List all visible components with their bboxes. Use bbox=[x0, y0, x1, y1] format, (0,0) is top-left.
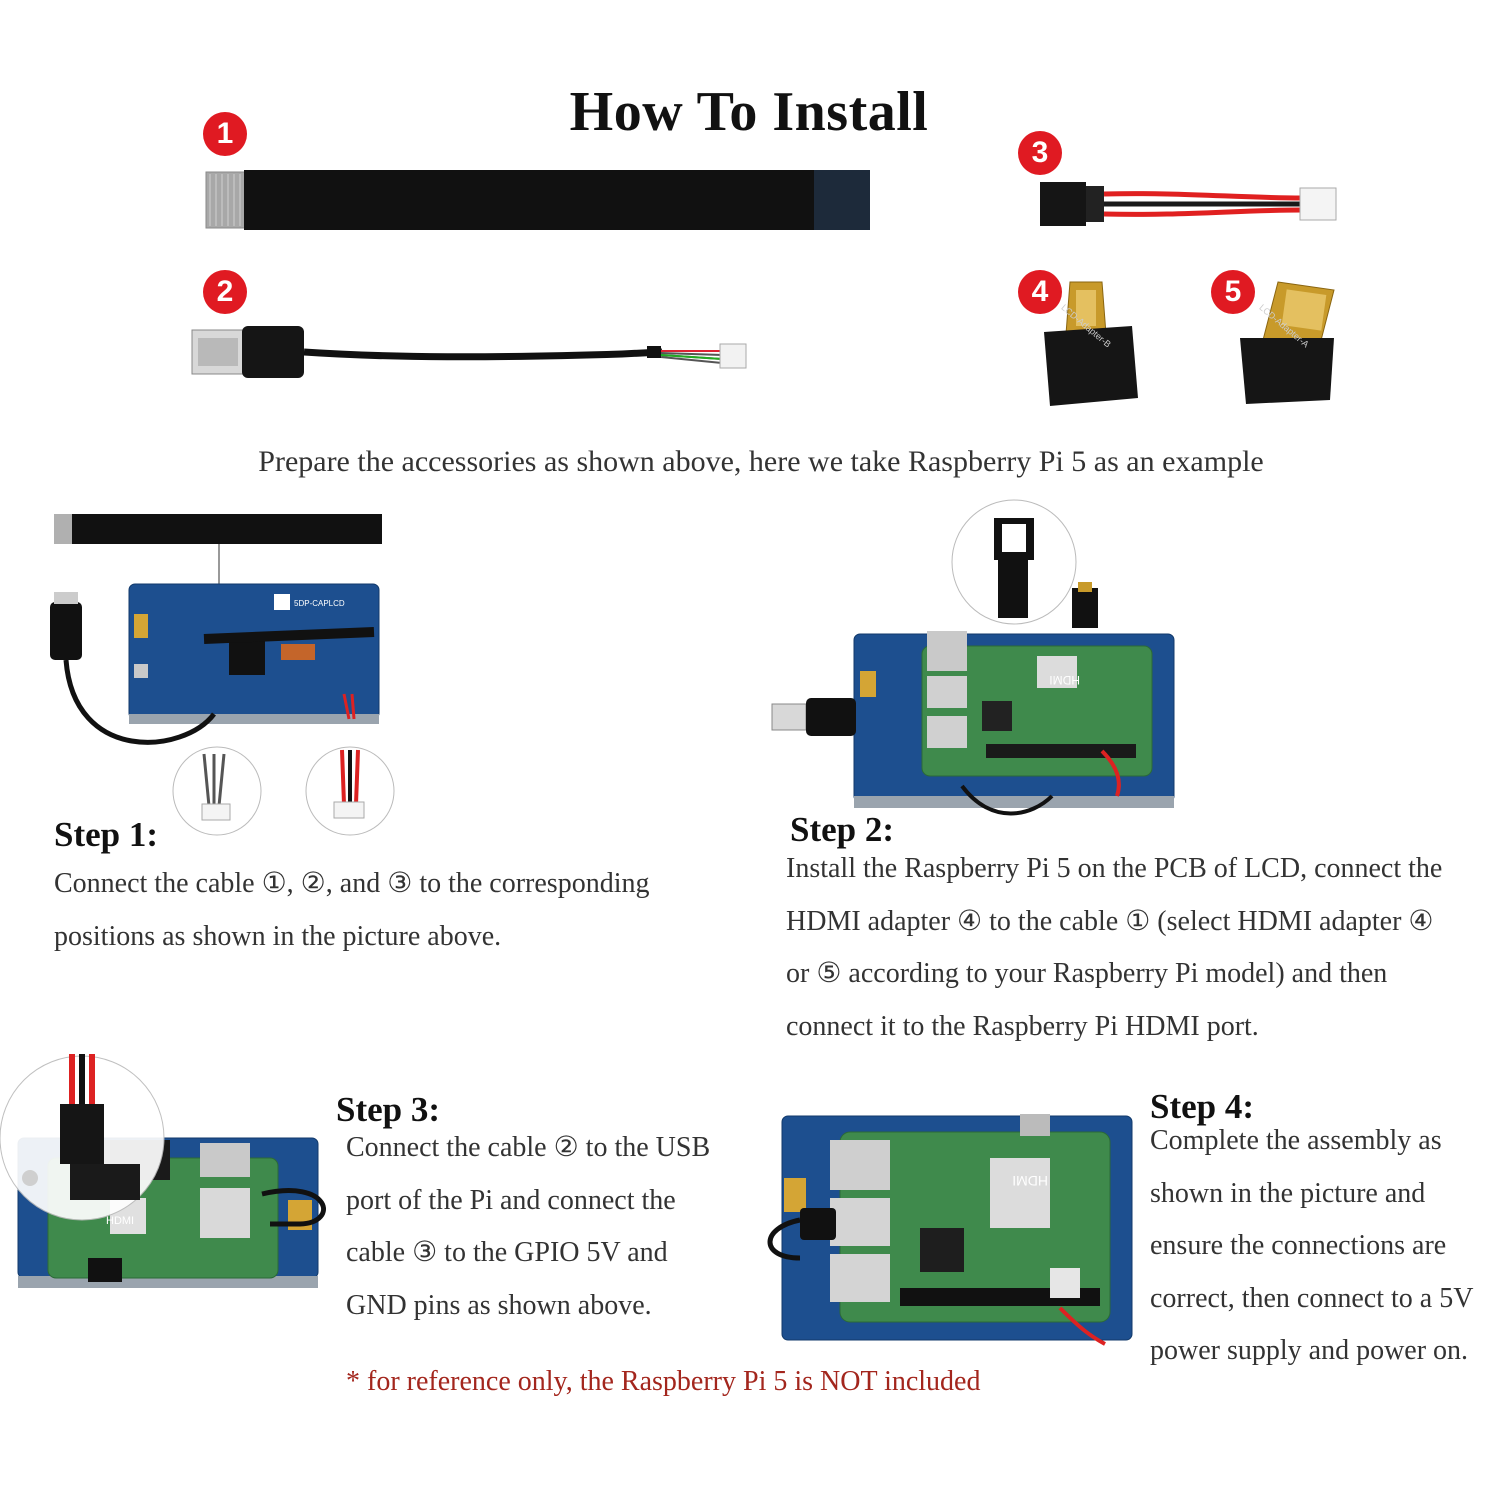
board-label: 5DP-CAPLCD bbox=[294, 599, 345, 608]
number-badge-1: 1 bbox=[203, 112, 247, 156]
step2-illustration: HDMI bbox=[771, 499, 1175, 816]
step2-port-label: HDMI bbox=[1049, 673, 1080, 687]
hdmi-adapter-b-image bbox=[1044, 281, 1138, 406]
number-badge-3: 3 bbox=[1018, 131, 1062, 175]
step4-heading: Step 4: bbox=[1150, 1087, 1255, 1126]
step2-heading: Step 2: bbox=[790, 810, 895, 849]
hdmi-adapter-a-image bbox=[1240, 281, 1335, 404]
usb-cable-image bbox=[191, 326, 747, 378]
number-badge-2: 2 bbox=[203, 270, 247, 314]
step1-text: Connect the cable ①, ②, and ③ to the cor… bbox=[54, 868, 650, 952]
reference-note: * for reference only, the Raspberry Pi 5… bbox=[346, 1366, 981, 1397]
number-badge-4: 4 bbox=[1018, 270, 1062, 314]
step4-port-label: HDMI bbox=[1012, 1173, 1048, 1189]
step2-text: Install the Raspberry Pi 5 on the PCB of… bbox=[786, 853, 1443, 1042]
fpc-cable-image bbox=[205, 170, 870, 230]
step4-illustration: HDMI bbox=[767, 1114, 1133, 1346]
step1-illustration: 5DP-CAPLCD bbox=[50, 514, 395, 836]
step1-heading: Step 1: bbox=[54, 815, 159, 854]
page-title: How To Install bbox=[569, 81, 929, 143]
step3-illustration: HDMI bbox=[0, 1054, 326, 1288]
number-badge-5: 5 bbox=[1211, 270, 1255, 314]
gpio-cable-image bbox=[1040, 182, 1337, 226]
accessories-caption: Prepare the accessories as shown above, … bbox=[258, 445, 1264, 478]
step3-port-label: HDMI bbox=[106, 1215, 134, 1227]
step3-text: Connect the cable ② to the USB port of t… bbox=[346, 1132, 711, 1321]
step3-heading: Step 3: bbox=[336, 1090, 441, 1129]
step4-text: Complete the assembly as shown in the pi… bbox=[1150, 1125, 1474, 1366]
